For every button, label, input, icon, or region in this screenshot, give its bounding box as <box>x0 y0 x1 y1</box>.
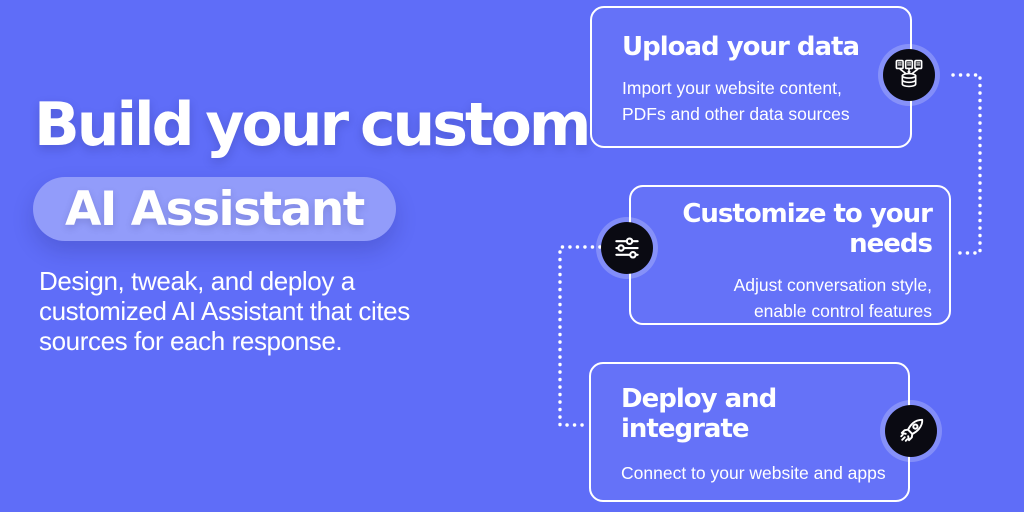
step-card-deploy: Deploy and integrate Connect to your web… <box>589 362 910 502</box>
ai-assistant-badge: AI Assistant <box>33 177 396 241</box>
ai-assistant-badge-label: AI Assistant <box>65 181 365 237</box>
step-card-title: Deploy and integrate <box>621 384 777 444</box>
rocket-icon <box>894 414 928 448</box>
hero-description: Design, tweak, and deploy a customized A… <box>39 266 410 356</box>
hero-title: Build your custom <box>34 90 591 160</box>
step-card-description: Connect to your website and apps <box>621 463 886 483</box>
documents-to-database-icon <box>892 58 926 92</box>
connector-dotted-step1-step2 <box>951 73 982 255</box>
step-icon-circle <box>885 405 937 457</box>
step-card-title: Upload your data <box>622 32 860 62</box>
step-card-title: Customize to your needs <box>682 199 933 259</box>
step-card-customize: Customize to your needs Adjust conversat… <box>629 185 951 325</box>
step-card-upload-data: Upload your data Import your website con… <box>590 6 912 148</box>
step-card-description: Import your website content, PDFs and ot… <box>622 78 850 124</box>
step-icon-circle <box>601 222 653 274</box>
sliders-icon <box>610 231 644 265</box>
step-icon-circle <box>883 49 935 101</box>
step-card-description: Adjust conversation style, enable contro… <box>733 275 932 321</box>
